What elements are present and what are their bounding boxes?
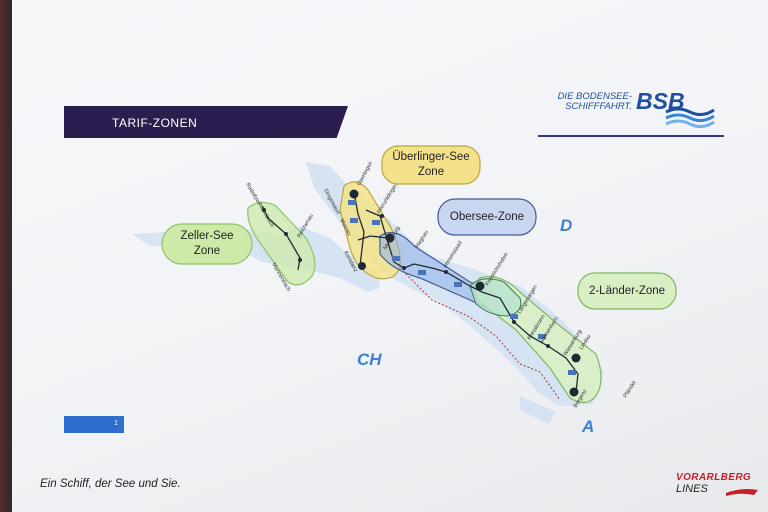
zone-label-ueberlinger-see-line2: Zone [417, 166, 445, 178]
title-banner: TARIF-ZONEN [64, 106, 348, 138]
country-label-austria: A [582, 417, 595, 436]
country-label-germany: D [560, 216, 573, 235]
zone-label-zeller-see-line2: Zone [193, 245, 221, 257]
zone-badge-zwei-laender [577, 272, 677, 310]
vorarlberg-lines-logo: VORARLBERG LINES [676, 472, 760, 496]
zone-label-obersee: Obersee-Zone [438, 210, 536, 225]
ticket-symbols [348, 200, 576, 375]
bsb-tagline-line2: SCHIFFFAHRT. [565, 101, 632, 112]
zone-badge-zeller-see [161, 223, 253, 265]
footer-slogan: Ein Schiff, der See und Sie. [40, 478, 181, 490]
country-border [399, 267, 561, 401]
ship-swoosh-icon [726, 489, 758, 496]
zone-label-ueberlinger-see: Überlinger-See Zone [382, 150, 480, 180]
port-label-hagnau: Hagnau [415, 230, 430, 250]
country-label-switzerland: CH [357, 350, 382, 369]
bsb-tagline-line1: DIE BODENSEE- [557, 91, 632, 102]
page-number-box: 1 [64, 416, 124, 433]
port-label-unteruhldingen: Unteruhldingen [375, 182, 400, 217]
zone-area-zeller-see [247, 201, 316, 286]
bsb-wave-icon [665, 107, 715, 128]
slide-title: TARIF-ZONEN [112, 116, 198, 130]
port-markers [262, 189, 581, 397]
zone-label-zwei-laender: 2-Länder-Zone [578, 284, 676, 299]
zone-label-zwei-laender-text: 2-Länder-Zone [588, 285, 666, 297]
logo-divider [538, 135, 724, 137]
vorarlberg-lines-subname: LINES [676, 483, 708, 495]
port-label-ueberlingen: Überlingen [356, 160, 375, 187]
bsb-logo-tagline: DIE BODENSEE- SCHIFFFAHRT. [552, 92, 632, 112]
zone-label-zeller-see-line1: Zeller-See [180, 230, 234, 242]
page-number: 1 [114, 420, 118, 427]
screen-bezel [0, 0, 12, 512]
zone-label-zeller-see: Zeller-See Zone [162, 229, 252, 259]
vorarlberg-lines-name: VORARLBERG [676, 472, 752, 483]
zone-label-ueberlinger-see-line1: Überlinger-See [392, 151, 470, 163]
port-label-pfaender: Pfänder [623, 379, 638, 399]
zone-badge-obersee [437, 198, 537, 236]
zone-label-obersee-text: Obersee-Zone [449, 211, 525, 223]
zone-badge-ueberlinger-see [381, 145, 481, 185]
